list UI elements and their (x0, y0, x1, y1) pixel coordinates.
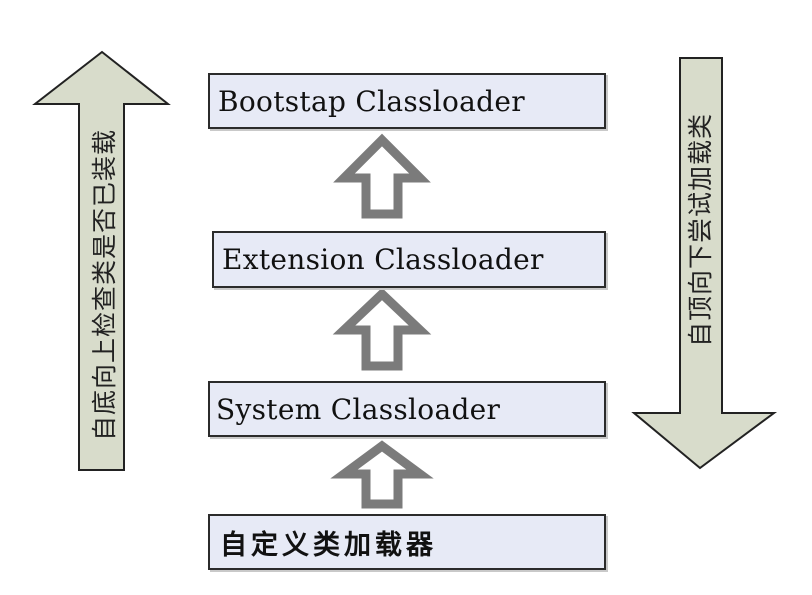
system-classloader-box: System Classloader (208, 381, 606, 437)
right-downward-arrow (631, 57, 778, 470)
extension-classloader-box: Extension Classloader (212, 231, 606, 288)
left-arrow-label: 自底向上检查类是否已装载 (80, 100, 126, 470)
custom-classloader-label: 自定义类加载器 (220, 529, 437, 561)
up-arrow-extension-to-bootstrap (333, 133, 431, 219)
up-arrow-custom-to-system (330, 440, 434, 509)
bootstrap-classloader-box: Bootstap Classloader (208, 73, 606, 129)
extension-classloader-label: Extension Classloader (222, 243, 544, 276)
right-arrow-label: 自顶向下尝试加载类 (677, 60, 721, 400)
system-classloader-label: System Classloader (216, 392, 501, 426)
up-arrow-system-to-extension (332, 287, 432, 371)
right-arrow-label-text: 自顶向下尝试加载类 (686, 112, 716, 348)
bootstrap-classloader-label: Bootstap Classloader (218, 84, 525, 118)
left-upward-arrow (32, 50, 171, 471)
custom-classloader-box: 自定义类加载器 (208, 514, 606, 570)
left-arrow-label-text: 自底向上检查类是否已装载 (90, 128, 120, 442)
